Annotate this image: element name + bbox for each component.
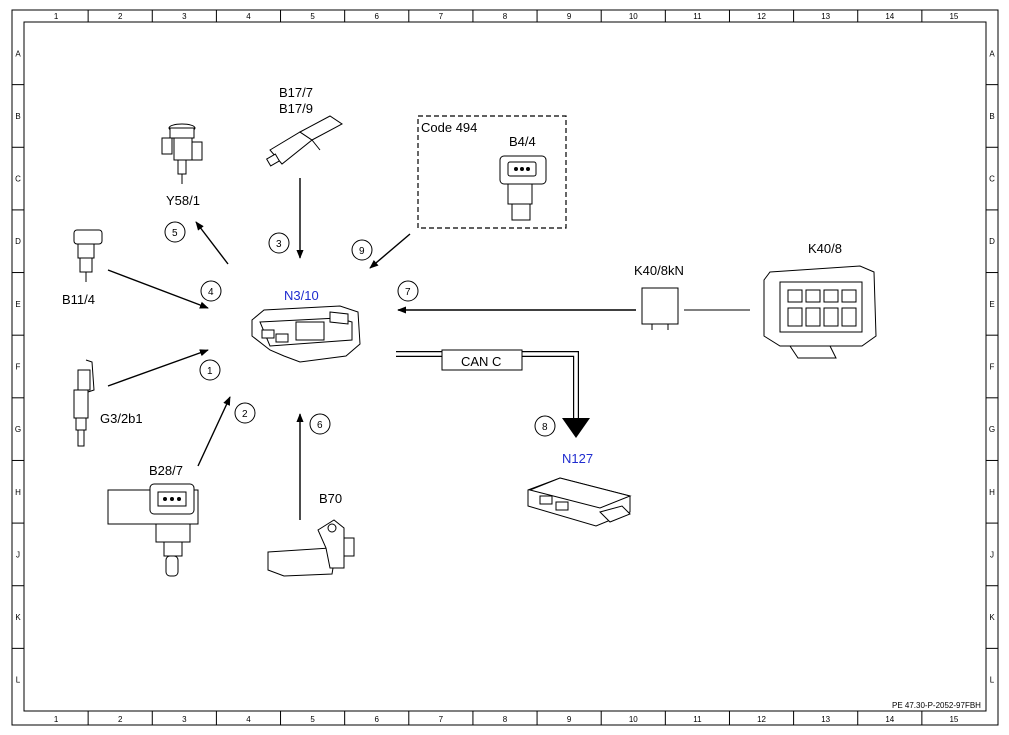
k40-8-label: K40/8 [808,241,842,256]
grid-column-label: 9 [567,12,572,21]
signal-number: 3 [276,239,282,250]
grid-column-label: 5 [310,12,315,21]
grid-row-label: E [989,300,994,309]
grid-column-label: 2 [118,715,123,724]
grid-column-label: 3 [182,12,187,21]
grid-column-label: 2 [118,12,123,21]
b4-4-label: B4/4 [509,134,536,149]
signal-number: 1 [207,366,213,377]
grid-column-label: 10 [629,715,638,724]
grid-row-label: H [989,488,995,497]
y58-label: Y58/1 [166,193,200,208]
code-494-label: Code 494 [421,120,477,135]
grid-row-label: D [15,237,21,246]
grid-row-label: K [15,613,21,622]
signal-number: 8 [542,422,548,433]
o2-sensor-g3-2b1-icon[interactable] [73,359,95,447]
grid-column-label: 6 [375,12,380,21]
arrow-5 [195,221,229,265]
grid-column-label: 8 [503,715,508,724]
arrow-2 [197,396,231,467]
fuse-relay-box-k40-8-icon[interactable] [763,265,877,359]
grid-row-label: F [16,363,21,372]
g3-2b1-label: G3/2b1 [100,411,143,426]
grid-column-label: 13 [821,715,830,724]
arrow-9 [369,233,411,269]
grid-column-label: 15 [949,12,958,21]
grid-column-label: 14 [885,12,894,21]
can-c-bus[interactable] [396,349,590,438]
grid-row-label: F [990,363,995,372]
signal-number: 6 [317,420,323,431]
ecu-n3-10-icon[interactable] [251,305,361,363]
temp-sensor-b17-icon[interactable] [265,115,343,167]
grid-column-label: 12 [757,12,766,21]
grid-column-label: 14 [885,715,894,724]
grid-row-label: G [989,425,995,434]
grid-row-label: J [16,550,20,559]
k40-8kn-label: K40/8kN [634,263,684,278]
grid-column-label: 8 [503,12,508,21]
grid-column-label: 7 [439,12,444,21]
purge-valve-y58-1-icon[interactable] [161,123,203,184]
code-494-box [417,115,567,229]
grid-row-label: G [15,425,21,434]
grid-row-label: A [15,49,21,58]
reference-code: PE 47.30-P-2052-97FBH [892,701,981,710]
b11-4-label: B11/4 [62,292,95,307]
grid-row-label: B [15,112,20,121]
relay-k40-8kn-icon[interactable] [641,287,679,330]
pressure-sensor-b28-7-icon[interactable] [107,483,199,577]
grid-row-label: L [16,676,21,685]
grid-column-label: 11 [693,715,702,724]
arrow-4 [107,269,209,309]
grid-column-label: 13 [821,12,830,21]
grid-column-label: 4 [246,12,251,21]
control-module-n127-icon[interactable] [527,477,632,527]
ecu-label: N3/10 [284,288,319,303]
grid-row-label: C [989,175,995,184]
grid-column-label: 3 [182,715,187,724]
grid-column-label: 10 [629,12,638,21]
grid-row-label: K [989,613,995,622]
b17-label-2: B17/9 [279,101,313,116]
grid-row-label: E [15,300,20,309]
b17-label: B17/7 [279,85,313,100]
signal-markers: 1 2 3 4 5 6 7 8 9 [164,221,556,437]
crankshaft-sensor-b70-icon[interactable] [267,519,355,577]
grid-row-label: L [990,676,995,685]
b28-7-label: B28/7 [149,463,183,478]
grid-row-label: C [15,175,21,184]
signal-number: 2 [242,409,248,420]
grid-column-label: 7 [439,715,444,724]
signal-number: 5 [172,228,178,239]
signal-number: 7 [405,287,411,298]
grid-column-label: 1 [54,715,59,724]
pressure-sensor-b4-4-icon[interactable] [499,155,547,221]
grid-row-label: B [989,112,994,121]
grid-column-label: 5 [310,715,315,724]
grid-column-label: 15 [949,715,958,724]
can-c-label: CAN C [461,354,501,369]
grid-column-label: 4 [246,715,251,724]
b70-label: B70 [319,491,342,506]
grid-column-label: 9 [567,715,572,724]
grid-column-label: 6 [375,715,380,724]
grid-column-label: 11 [693,12,702,21]
grid-row-label: H [15,488,21,497]
signal-number: 9 [359,246,365,257]
n127-label: N127 [562,451,593,466]
grid-row-label: D [989,237,995,246]
coolant-sensor-b11-4-icon[interactable] [73,229,103,282]
signal-arrows [107,178,750,520]
grid-column-label: 1 [54,12,59,21]
grid-row-label: J [990,550,994,559]
signal-number: 4 [208,287,214,298]
grid-row-label: A [989,49,995,58]
arrow-1 [107,349,209,387]
grid-column-label: 12 [757,715,766,724]
